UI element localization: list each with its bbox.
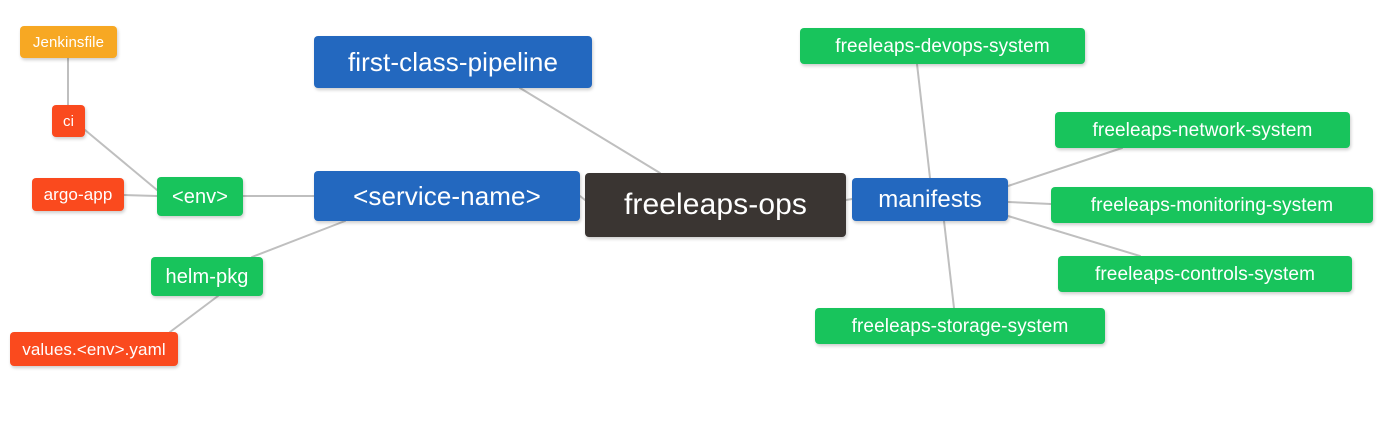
edge-argo-app-to-env <box>123 194 158 197</box>
edge-manifests-to-freeleaps-monitoring-system <box>1007 201 1052 205</box>
mindmap-node-freeleaps-storage-system[interactable]: freeleaps-storage-system <box>815 308 1105 344</box>
edge-manifests-to-freeleaps-devops-system <box>916 63 931 179</box>
mindmap-node-values-env-yaml[interactable]: values.<env>.yaml <box>10 332 178 366</box>
mindmap-node-freeleaps-network-system[interactable]: freeleaps-network-system <box>1055 112 1350 148</box>
edge-manifests-to-freeleaps-network-system <box>1007 147 1123 187</box>
edge-values-env-yaml-to-helm-pkg <box>169 295 219 333</box>
edge-first-class-pipeline-to-freeleaps-ops <box>519 87 661 174</box>
mindmap-node-freeleaps-monitoring-system[interactable]: freeleaps-monitoring-system <box>1051 187 1373 223</box>
mindmap-node-manifests[interactable]: manifests <box>852 178 1008 221</box>
mindmap-node-freeleaps-devops-system[interactable]: freeleaps-devops-system <box>800 28 1085 64</box>
mindmap-node-first-class-pipeline[interactable]: first-class-pipeline <box>314 36 592 88</box>
mindmap-node-env[interactable]: <env> <box>157 177 243 216</box>
mindmap-node-service-name[interactable]: <service-name> <box>314 171 580 221</box>
mindmap-node-freeleaps-ops[interactable]: freeleaps-ops <box>585 173 846 237</box>
mindmap-node-jenkinsfile[interactable]: Jenkinsfile <box>20 26 117 58</box>
mindmap-node-argo-app[interactable]: argo-app <box>32 178 124 211</box>
mindmap-node-ci[interactable]: ci <box>52 105 85 137</box>
mindmap-node-helm-pkg[interactable]: helm-pkg <box>151 257 263 296</box>
edge-helm-pkg-to-service-name <box>251 220 346 258</box>
edge-manifests-to-freeleaps-storage-system <box>943 220 955 309</box>
mindmap-node-freeleaps-controls-system[interactable]: freeleaps-controls-system <box>1058 256 1352 292</box>
